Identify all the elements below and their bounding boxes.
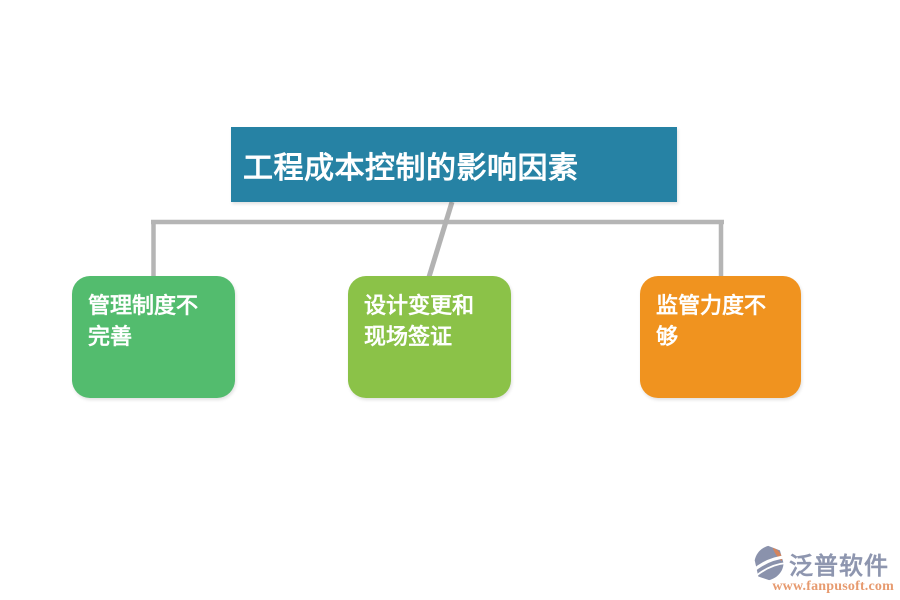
watermark-url: www.fanpusoft.com [772,579,894,594]
fanpu-logo-icon [752,545,788,581]
watermark-brand-row: 泛普软件 [752,544,894,582]
title-box: 工程成本控制的影响因素 [231,127,677,202]
connector-diagonal [426,201,455,278]
node-box-design-change: 设计变更和 现场签证 [348,276,511,398]
watermark-brand: 泛普软件 [789,552,889,580]
node-box-supervision: 监管力度不 够 [640,276,801,398]
watermark: 泛普软件 www.fanpusoft.com [752,544,894,595]
node-label: 设计变更和 现场签证 [364,293,475,349]
node-box-management: 管理制度不 完善 [72,276,235,398]
title-text: 工程成本控制的影响因素 [243,151,579,185]
node-label: 监管力度不 够 [656,293,767,349]
node-label: 管理制度不 完善 [88,293,199,349]
